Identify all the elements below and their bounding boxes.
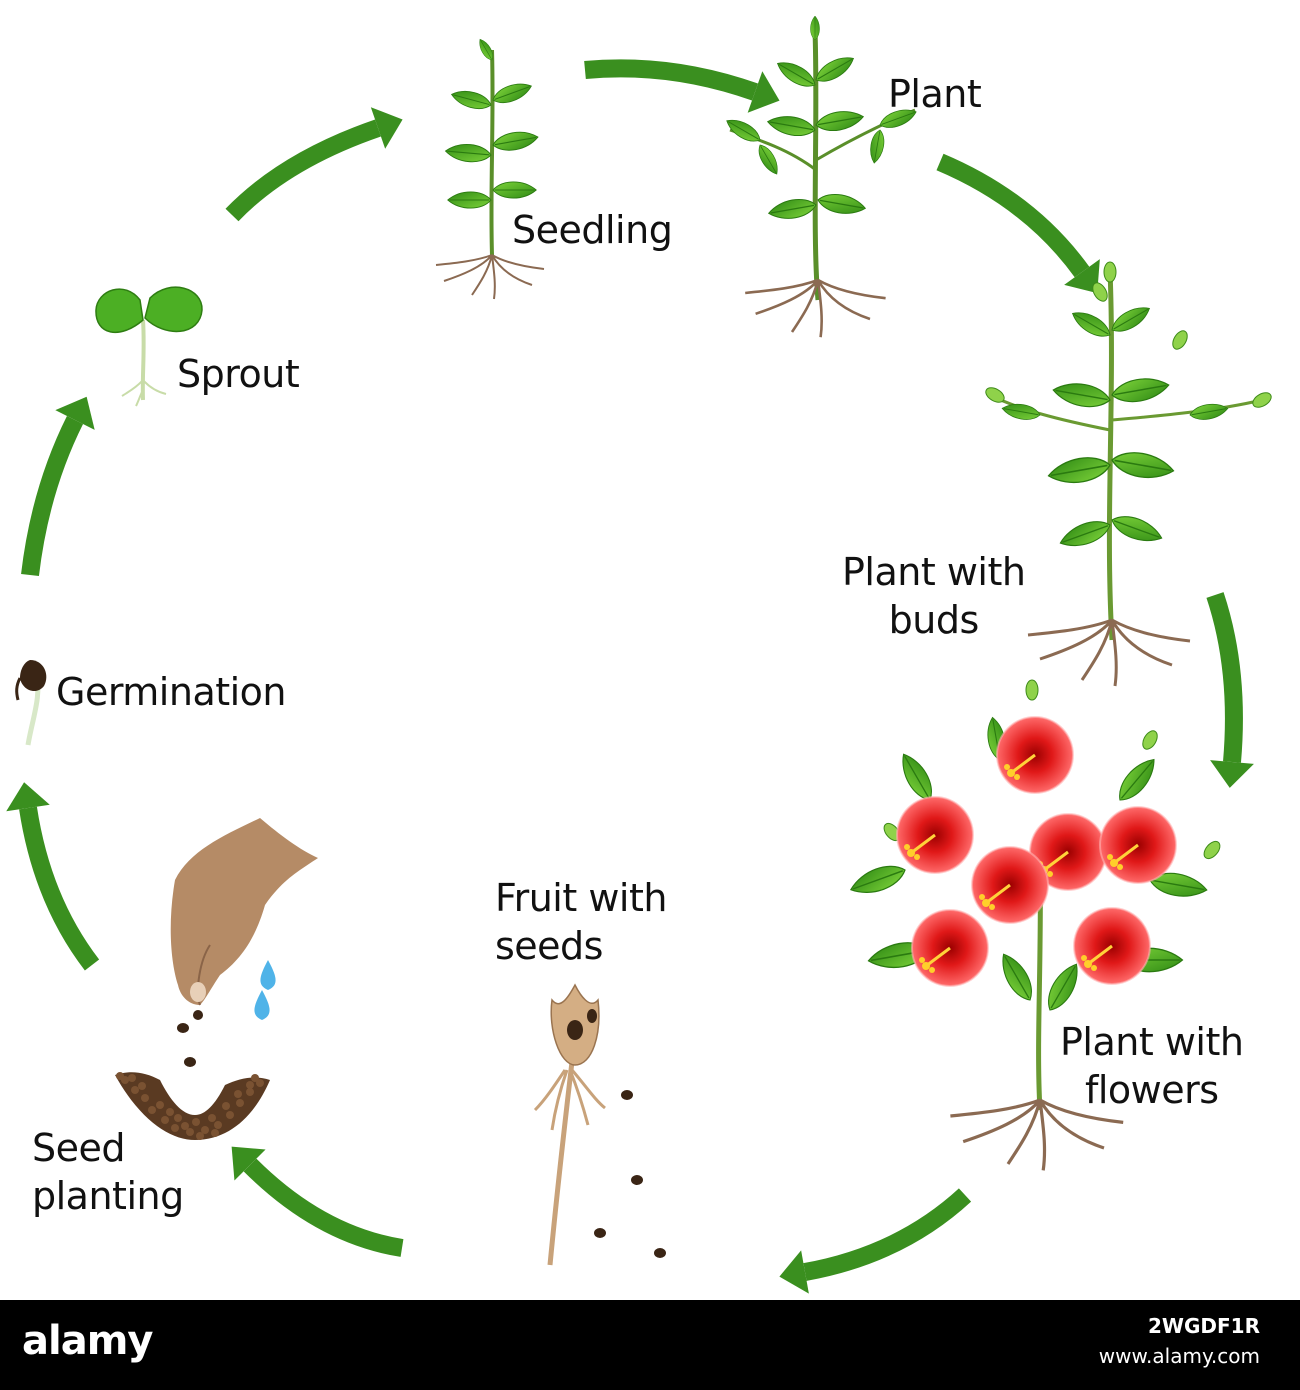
alamy-logo: alamy bbox=[22, 1318, 153, 1364]
arrow-germination-to-sprout bbox=[21, 396, 95, 577]
seed-planting-illustration bbox=[115, 818, 318, 1140]
stage-label-sprout: Sprout bbox=[177, 352, 300, 396]
stage-label-seed-planting: Seed planting bbox=[32, 1126, 184, 1218]
image-id: 2WGDF1R bbox=[1148, 1314, 1260, 1338]
germination-illustration bbox=[15, 660, 47, 746]
stage-label-plant: Plant bbox=[888, 72, 982, 116]
plant-with-flowers-illustration bbox=[846, 679, 1224, 1173]
arrow-buds-to-flowers bbox=[1206, 592, 1254, 788]
watermark-bar: alamy 2WGDF1R www.alamy.com bbox=[0, 1300, 1300, 1390]
stage-label-plant-with-buds: Plant with buds bbox=[842, 550, 1026, 642]
arrow-seedling-to-plant bbox=[584, 59, 780, 113]
stage-label-fruit-with-seeds: Fruit with seeds bbox=[495, 876, 667, 968]
sprout-illustration bbox=[95, 286, 203, 407]
stage-label-germination: Germination bbox=[56, 670, 287, 714]
seedling-illustration bbox=[435, 36, 545, 300]
arrow-flowers-to-fruit bbox=[779, 1188, 972, 1294]
life-cycle-diagram bbox=[6, 15, 1275, 1294]
plant-with-buds-illustration bbox=[982, 261, 1275, 688]
arrow-fruit-to-planting bbox=[231, 1146, 404, 1257]
fruit-with-seeds-illustration bbox=[533, 983, 666, 1266]
cycle-arrows bbox=[6, 59, 1254, 1294]
site-url: www.alamy.com bbox=[1098, 1344, 1260, 1368]
arrow-planting-to-germination bbox=[6, 782, 100, 971]
plant-illustration bbox=[722, 15, 920, 339]
stage-label-seedling: Seedling bbox=[512, 208, 673, 252]
arrow-plant-to-buds bbox=[936, 153, 1100, 294]
arrow-sprout-to-seedling bbox=[225, 107, 403, 222]
stage-label-plant-with-flowers: Plant with flowers bbox=[1060, 1020, 1244, 1112]
